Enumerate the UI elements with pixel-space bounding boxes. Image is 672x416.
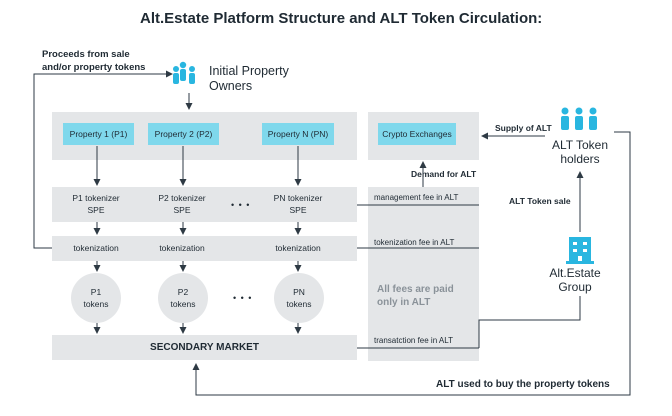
people-icon [561, 107, 597, 130]
tokenizer-1-line2: SPE [87, 205, 105, 215]
token-circle-1-line2: tokens [83, 299, 109, 309]
tokenizer-n: PN tokenizer SPE [262, 192, 334, 216]
tokenizer-1: P1 tokenizer SPE [60, 192, 132, 216]
tokenizer-2: P2 tokenizer SPE [146, 192, 218, 216]
people-icon [173, 61, 195, 84]
token-holders-line1: ALT Token [551, 138, 609, 152]
property-box-2: Property 2 (P2) [148, 123, 219, 145]
token-holders-line2: holders [560, 152, 600, 166]
fees-panel [368, 187, 479, 361]
tokenization-1: tokenization [73, 243, 119, 253]
token-circle-1-line1: P1 [90, 287, 102, 297]
group-line2: Group [558, 280, 592, 294]
token-circle-1: P1 tokens [71, 273, 121, 323]
alt-used-label: ALT used to buy the property tokens [436, 379, 610, 390]
token-holders-label: ALT Token holders [540, 138, 620, 166]
initial-owners-line2: Owners [209, 79, 253, 93]
alt-used-loop [192, 131, 631, 396]
initial-owners-line1: Initial Property [209, 64, 289, 78]
group-line1: Alt.Estate [549, 266, 601, 280]
property-box-1-label: Property 1 (P1) [69, 129, 128, 139]
proceeds-label-line2: and/or property tokens [42, 62, 146, 73]
supply-label: Supply of ALT [495, 123, 552, 133]
proceeds-loop-line [33, 70, 173, 249]
token-circle-n-line1: PN [293, 287, 305, 297]
tokenizer-row [52, 187, 357, 222]
tokenizer-ellipsis: • • • [231, 200, 251, 210]
group-transaction-line [478, 296, 581, 348]
property-box-n-label: Property N (PN) [267, 129, 329, 139]
token-circle-2-line2: tokens [170, 299, 196, 309]
property-box-1: Property 1 (P1) [63, 123, 134, 145]
diagram-title: Alt.Estate Platform Structure and ALT To… [140, 10, 543, 27]
tokenizer-2-line2: SPE [173, 205, 191, 215]
tokenizer-n-line1: PN tokenizer [273, 193, 323, 203]
initial-owners-label: Initial Property Owners [209, 64, 289, 94]
tokenization-fee-label: tokenization fee in ALT [374, 238, 455, 247]
management-fee-label: management fee in ALT [374, 193, 459, 202]
token-circle-n: PN tokens [274, 273, 324, 323]
tokenizer-2-line1: P2 tokenizer [158, 193, 206, 203]
proceeds-label-line1: Proceeds from sale [42, 49, 130, 60]
tokenizer-n-line2: SPE [289, 205, 307, 215]
secondary-market-label: SECONDARY MARKET [150, 342, 259, 353]
token-circle-2: P2 tokens [158, 273, 208, 323]
tokenizer-1-line1: P1 tokenizer [72, 193, 120, 203]
transaction-fee-label: transatction fee in ALT [374, 336, 454, 345]
tokens-ellipsis: • • • [233, 293, 253, 303]
fees-note-line1: All fees are paid [377, 284, 454, 295]
property-box-2-label: Property 2 (P2) [154, 129, 213, 139]
tokenization-row [52, 236, 357, 261]
demand-label: Demand for ALT [411, 169, 477, 179]
fees-note: All fees are paid only in ALT [377, 283, 454, 309]
tokenization-2: tokenization [159, 243, 205, 253]
tokenization-n: tokenization [275, 243, 321, 253]
proceeds-label: Proceeds from sale and/or property token… [42, 48, 145, 74]
crypto-exchanges-box: Crypto Exchanges [378, 123, 456, 145]
building-icon [566, 237, 594, 264]
token-circle-2-line1: P2 [177, 287, 189, 297]
token-circle-n-line2: tokens [286, 299, 312, 309]
secondary-market-box: SECONDARY MARKET [52, 335, 357, 360]
token-sale-label: ALT Token sale [509, 196, 571, 206]
crypto-exchanges-label: Crypto Exchanges [382, 129, 452, 139]
property-box-n: Property N (PN) [262, 123, 334, 145]
fees-note-line2: only in ALT [377, 297, 431, 308]
group-label: Alt.Estate Group [535, 266, 615, 294]
